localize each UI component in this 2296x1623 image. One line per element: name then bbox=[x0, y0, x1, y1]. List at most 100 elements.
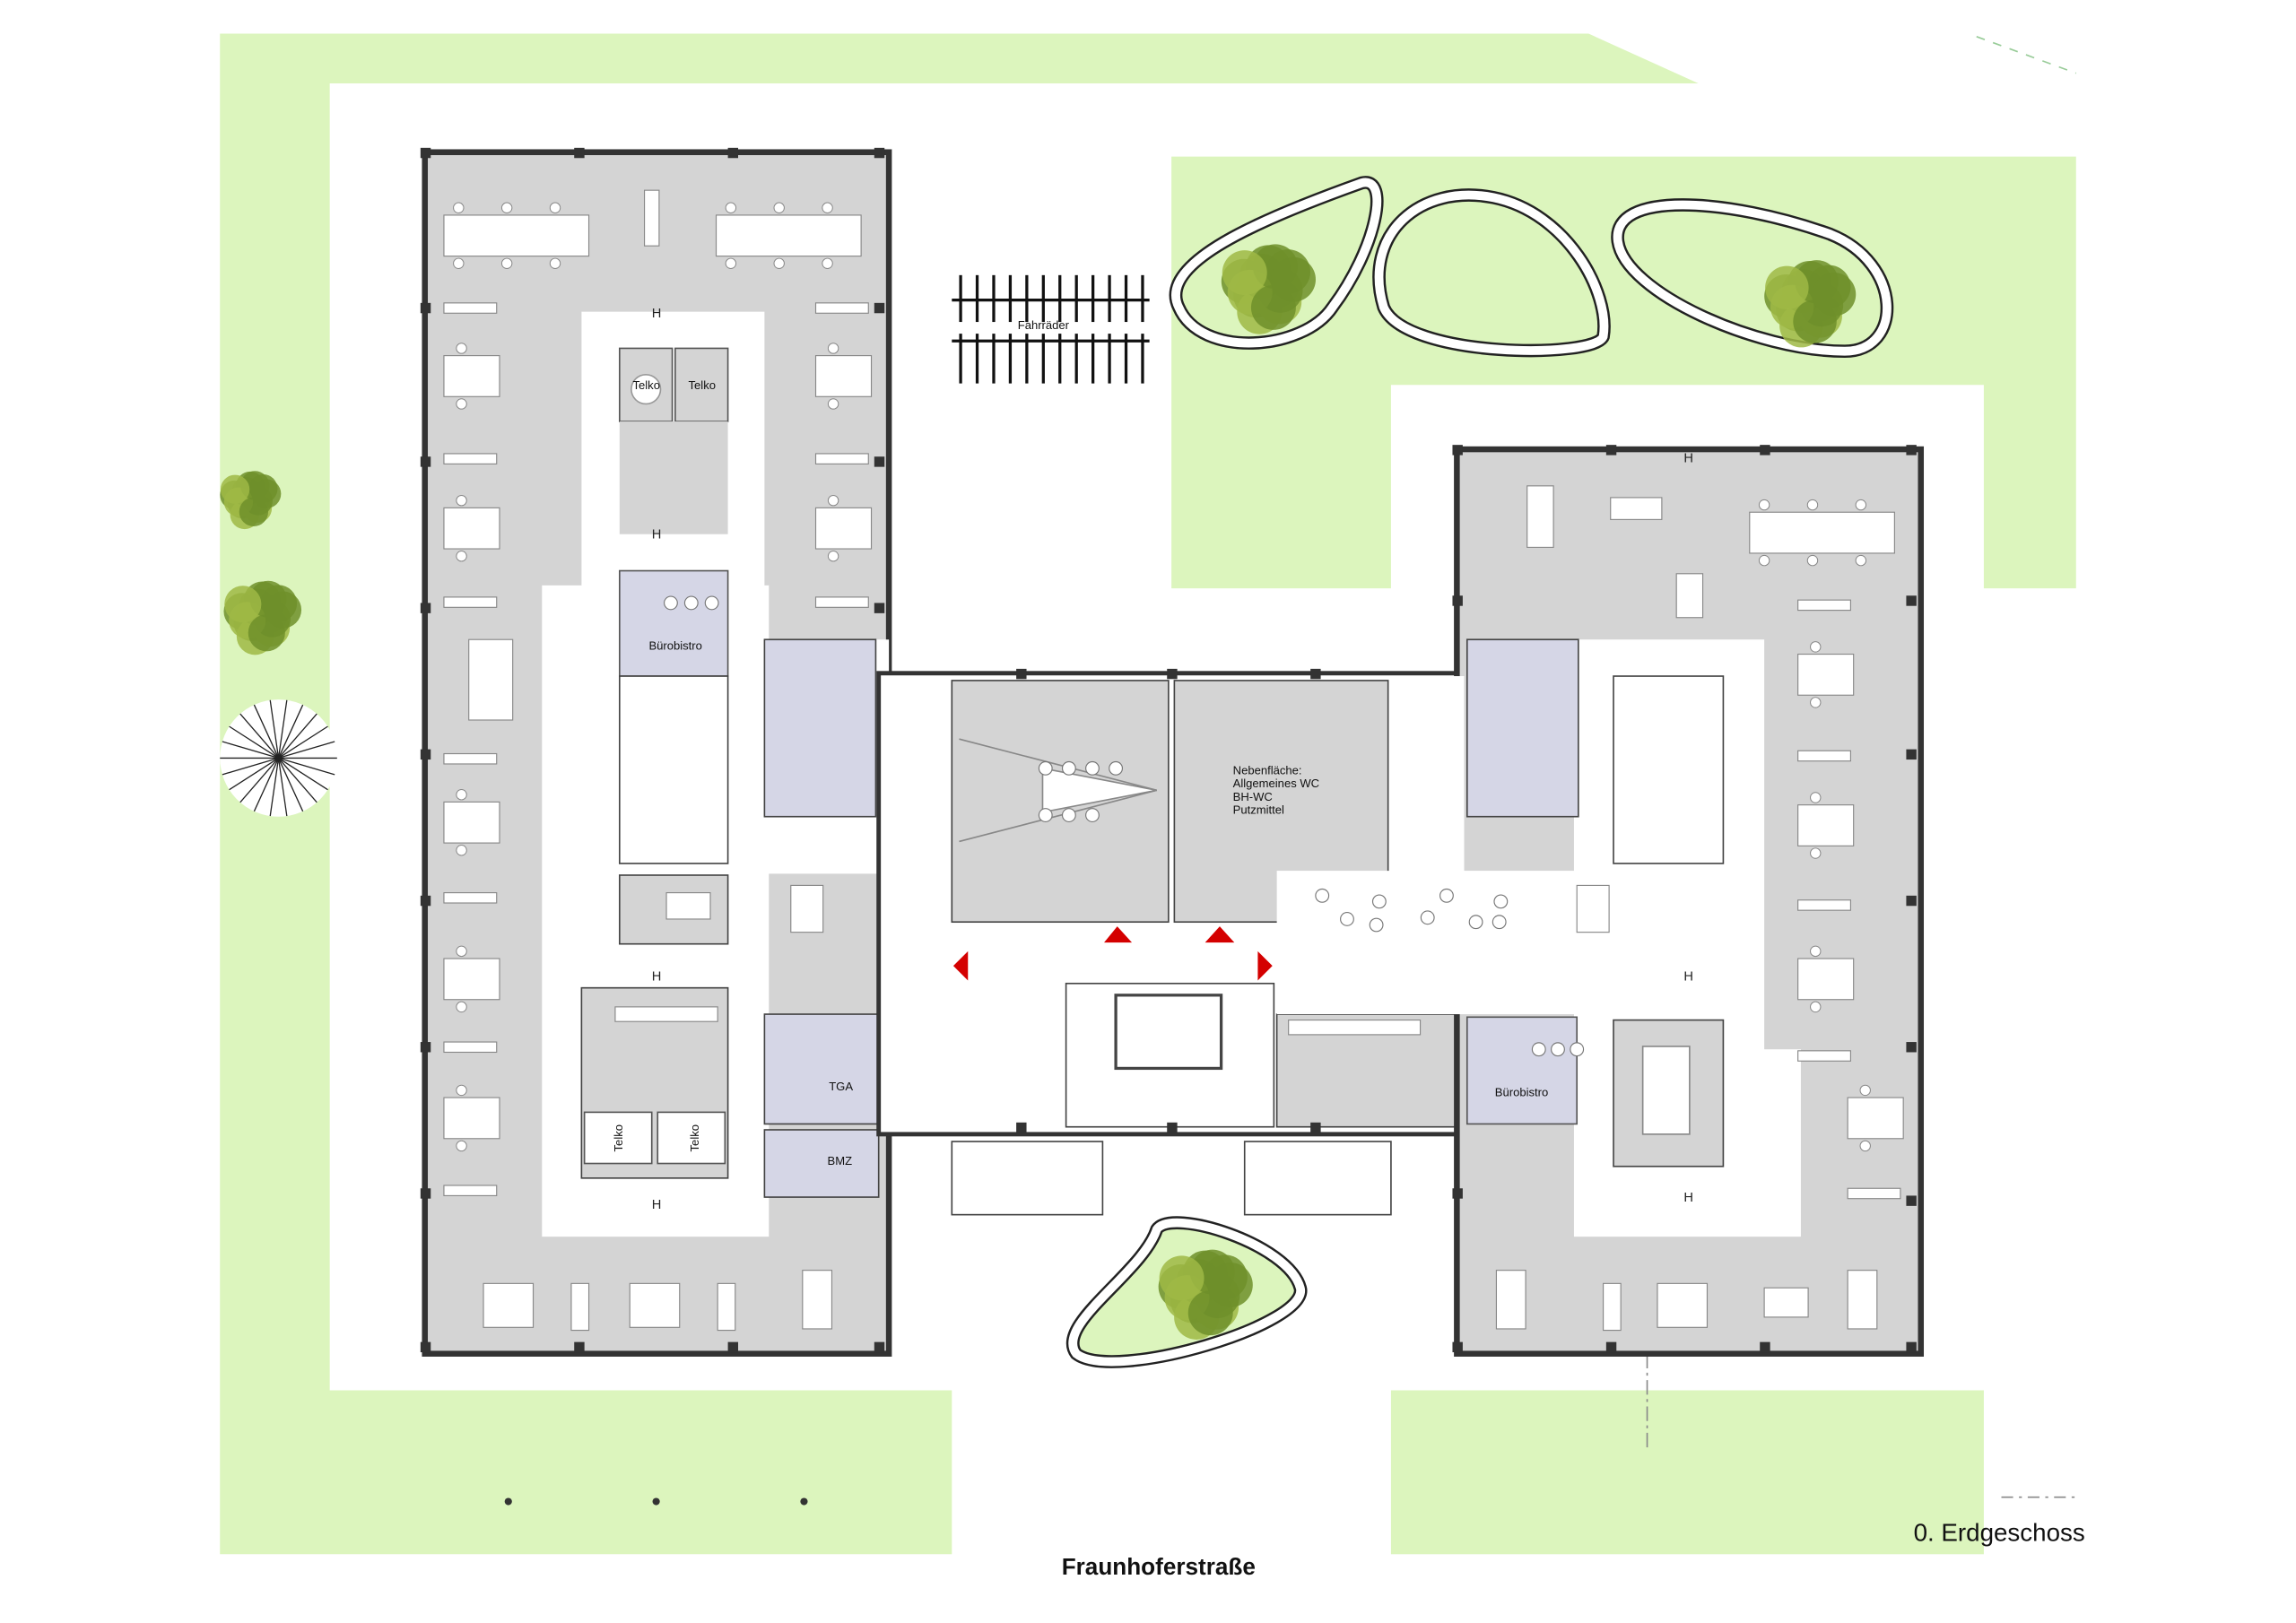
stool bbox=[1493, 894, 1509, 909]
desk bbox=[614, 1006, 718, 1022]
column bbox=[1906, 445, 1917, 456]
chair bbox=[456, 845, 467, 856]
desk bbox=[443, 801, 500, 844]
hydrant-marker: H bbox=[1683, 970, 1693, 985]
desk bbox=[443, 958, 500, 1001]
chair bbox=[500, 257, 513, 269]
chair bbox=[827, 398, 839, 410]
chair bbox=[1859, 1084, 1871, 1097]
central-core bbox=[876, 671, 1466, 1216]
column bbox=[420, 749, 431, 760]
chair bbox=[456, 494, 467, 507]
column bbox=[1906, 895, 1917, 907]
chair bbox=[453, 202, 465, 213]
chair bbox=[456, 1001, 467, 1013]
stool bbox=[1085, 808, 1100, 822]
column bbox=[420, 1042, 431, 1053]
desk bbox=[1797, 750, 1851, 762]
desk bbox=[1610, 497, 1663, 520]
desk bbox=[1749, 511, 1895, 554]
hydrant-marker: H bbox=[652, 528, 662, 542]
stool bbox=[1371, 894, 1387, 909]
bike-parking-label: Fahrräder bbox=[1018, 318, 1070, 332]
chair bbox=[1855, 554, 1867, 567]
desk bbox=[1797, 958, 1855, 1001]
column bbox=[1906, 1341, 1917, 1353]
tga-label: TGA bbox=[829, 1080, 853, 1093]
left-wing bbox=[422, 149, 950, 1357]
hydrant-marker: H bbox=[652, 1198, 662, 1212]
chair bbox=[549, 257, 561, 269]
desk bbox=[1797, 1050, 1851, 1062]
column bbox=[420, 302, 431, 314]
column bbox=[1906, 749, 1917, 760]
stool bbox=[1420, 910, 1435, 925]
desk bbox=[814, 453, 869, 464]
telko-room-2[interactable] bbox=[674, 347, 729, 422]
entrance-arrow-icon bbox=[1104, 926, 1133, 943]
stair-right bbox=[1613, 675, 1725, 864]
desk bbox=[1847, 1187, 1901, 1200]
desk bbox=[483, 1282, 535, 1328]
entrance-arrow-icon bbox=[1257, 950, 1273, 981]
desk bbox=[443, 214, 590, 257]
desk bbox=[1763, 1287, 1809, 1318]
chair bbox=[725, 257, 737, 269]
column bbox=[874, 302, 885, 314]
chair bbox=[1810, 697, 1822, 708]
chair bbox=[456, 1084, 467, 1097]
column bbox=[420, 147, 431, 159]
hydrant-marker: H bbox=[1683, 1191, 1693, 1205]
column bbox=[1452, 595, 1463, 606]
bmz-room[interactable] bbox=[763, 1129, 880, 1198]
column bbox=[1760, 445, 1770, 456]
column bbox=[1016, 668, 1027, 680]
column bbox=[874, 603, 885, 613]
green-area-south-east bbox=[1390, 1390, 1984, 1555]
column bbox=[1605, 1341, 1617, 1353]
nebenflaeche-label: Allgemeines WC bbox=[1233, 777, 1319, 790]
stool bbox=[704, 595, 719, 611]
telko-label: Telko bbox=[612, 1124, 625, 1151]
bike-rack bbox=[952, 274, 1150, 384]
wc-left[interactable] bbox=[763, 638, 877, 818]
column bbox=[574, 1341, 585, 1353]
desk bbox=[443, 507, 500, 550]
chair bbox=[827, 494, 839, 507]
chair bbox=[456, 789, 467, 801]
column bbox=[420, 603, 431, 613]
telko-label: Telko bbox=[633, 378, 660, 392]
column bbox=[727, 147, 739, 159]
telko-label: Telko bbox=[689, 378, 716, 392]
nebenflaeche-label: Nebenfläche: bbox=[1233, 763, 1302, 777]
column bbox=[1310, 1122, 1321, 1133]
entrance-arrow-icon bbox=[952, 950, 969, 981]
desk bbox=[1675, 573, 1704, 619]
buerobistro-left[interactable] bbox=[618, 569, 729, 677]
wc-right[interactable] bbox=[1465, 638, 1579, 818]
buerobistro-right[interactable] bbox=[1465, 1016, 1578, 1125]
desk bbox=[717, 1282, 736, 1332]
desk bbox=[1797, 599, 1851, 612]
chair bbox=[1810, 1001, 1822, 1013]
telko-room-4[interactable] bbox=[657, 1111, 726, 1165]
desk bbox=[1576, 884, 1610, 933]
desk bbox=[443, 1185, 498, 1196]
desk bbox=[1797, 653, 1855, 696]
stool bbox=[1038, 808, 1053, 822]
bollards bbox=[504, 1497, 808, 1506]
column bbox=[1906, 1042, 1917, 1053]
telko-room-3[interactable] bbox=[583, 1111, 653, 1165]
chair bbox=[1806, 554, 1819, 567]
desk bbox=[443, 752, 498, 765]
column bbox=[1452, 1188, 1463, 1199]
trees bbox=[220, 244, 1857, 1340]
chair bbox=[822, 257, 833, 269]
nebenflaeche-label: Putzmittel bbox=[1233, 803, 1284, 816]
chair bbox=[1810, 847, 1822, 859]
stair-left bbox=[618, 675, 729, 864]
desk bbox=[1657, 1282, 1709, 1328]
desk bbox=[802, 1270, 833, 1330]
chair bbox=[827, 550, 839, 562]
